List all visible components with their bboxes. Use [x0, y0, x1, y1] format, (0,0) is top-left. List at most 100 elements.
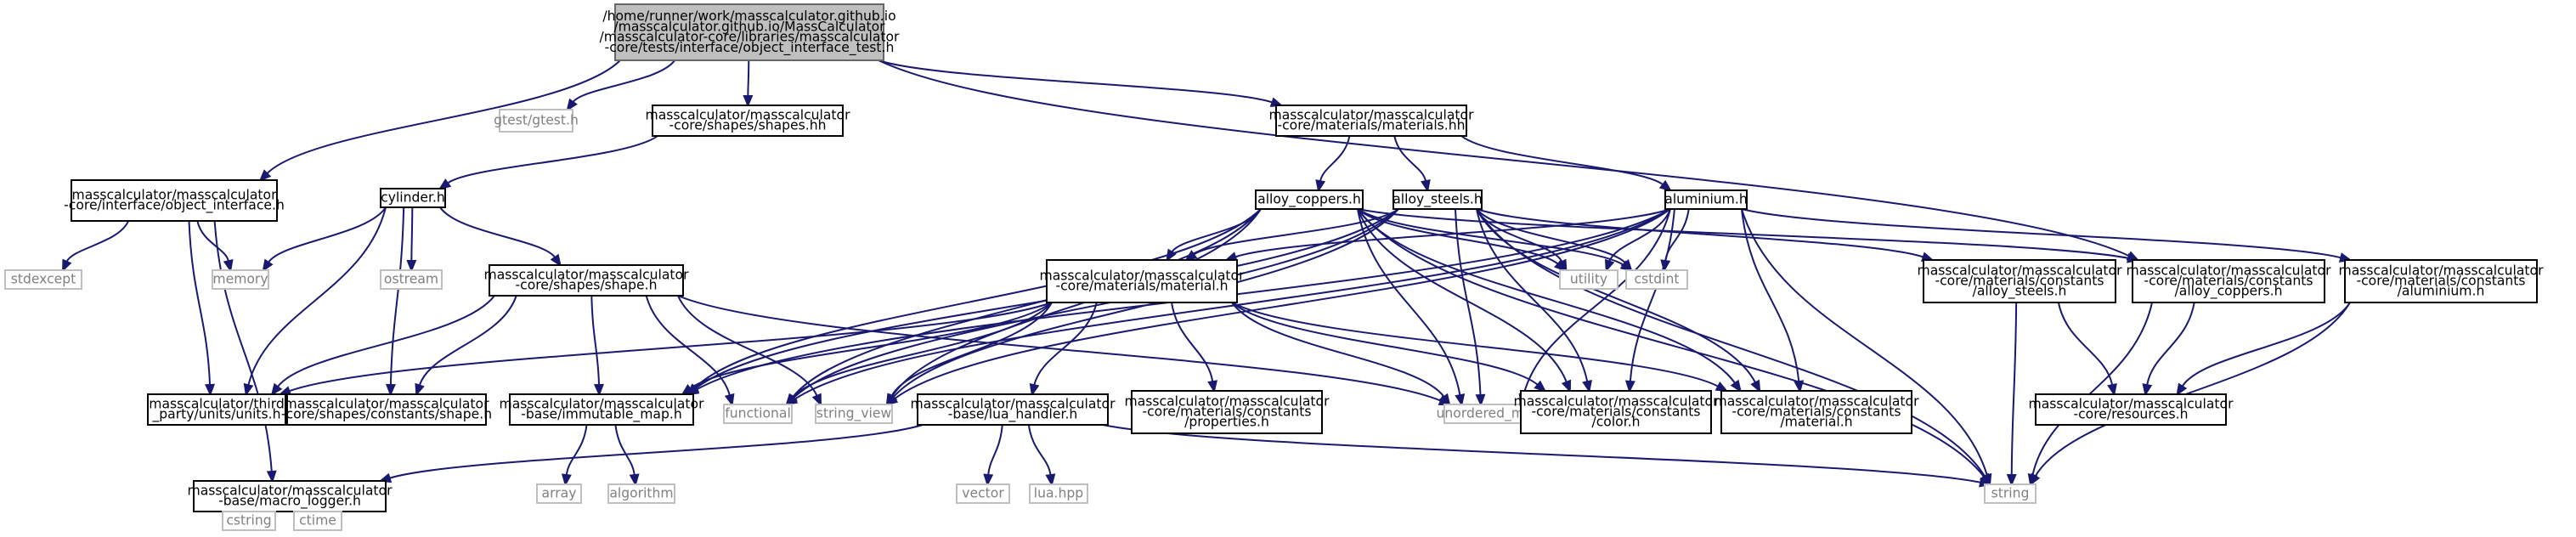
arrowhead: [62, 258, 72, 273]
node-label-line: -core/materials/constants: [2144, 274, 2313, 289]
node-lua_handler[interactable]: masscalculator/masscalculator-base/lua_h…: [911, 393, 1116, 426]
node-object_interface[interactable]: masscalculator/masscalculator-core/inter…: [64, 179, 285, 222]
node-label-line: -core/materials/constants: [1935, 274, 2104, 289]
node-box: [1984, 483, 2037, 504]
arrowhead: [724, 393, 735, 407]
node-c_alloy_coppers[interactable]: masscalculator/masscalculator-core/mater…: [2127, 259, 2332, 303]
node-box: [956, 483, 1010, 504]
edge-aluminium-to-utility: [1608, 208, 1671, 263]
node-box: [489, 264, 684, 297]
node-label-line: /properties.h: [1184, 415, 1269, 430]
edge-shape_h-to-c_shape: [418, 295, 517, 386]
node-label-line: masscalculator/masscalculator: [72, 187, 278, 202]
node-materials_hh[interactable]: masscalculator/masscalculator-core/mater…: [1269, 105, 1475, 137]
node-lua_hpp: lua.hpp: [1029, 483, 1088, 504]
node-label-line: memory: [212, 272, 268, 287]
edge-aluminium-to-c_color: [1629, 208, 1675, 382]
node-shapes_hh[interactable]: masscalculator/masscalculator-core/shape…: [646, 105, 851, 137]
node-label-line: -core/tests/interface/object_interface_t…: [605, 40, 895, 56]
node-vector: vector: [956, 483, 1010, 504]
edge-material_h-to-units: [289, 302, 1053, 393]
node-root[interactable]: /home/runner/work/masscalculator.github.…: [600, 3, 900, 61]
edge-material_h-to-immutable_map: [689, 302, 1053, 390]
edge-material_h-to-unordered_map: [1231, 302, 1445, 398]
node-shape_h[interactable]: masscalculator/masscalculator-core/shape…: [484, 264, 690, 297]
edge-alloy_coppers-to-cstdint: [1357, 208, 1624, 266]
edge-aluminium-to-material_h: [1234, 208, 1671, 258]
edge-materials_hh-to-aluminium: [1460, 135, 1664, 186]
arrowhead: [2107, 383, 2117, 397]
arrowhead: [561, 473, 572, 487]
arrowhead: [1582, 380, 1592, 393]
node-label-line: stdexcept: [11, 272, 76, 287]
edge-c_aluminium-to-resources: [2181, 302, 2351, 387]
node-material_h[interactable]: masscalculator/masscalculator-core/mater…: [1040, 259, 1246, 303]
arrowhead: [2176, 382, 2188, 397]
edge-material_h-to-string_view: [890, 302, 1053, 397]
edge-alloy_steels-to-c_alloy_steels: [1476, 208, 1924, 258]
edge-cylinder-to-memory: [268, 206, 387, 263]
arrowhead: [885, 393, 896, 407]
node-box: [380, 188, 446, 208]
arrowhead: [1794, 380, 1805, 393]
node-c_shape[interactable]: masscalculator/masscalculator-core/shape…: [281, 393, 492, 426]
node-memory: memory: [212, 269, 269, 290]
node-immutable_map[interactable]: masscalculator/masscalculator-base/immut…: [500, 393, 705, 426]
node-alloy_steels[interactable]: alloy_steels.h: [1393, 189, 1483, 210]
arrowhead: [1534, 380, 1547, 393]
edge-alloy_steels-to-string: [1476, 208, 1986, 478]
edge-cylinder-to-shape_h: [439, 206, 556, 258]
edge-aluminium-to-c_material: [1741, 208, 1800, 382]
node-label-line: array: [542, 486, 577, 501]
node-c_aluminium[interactable]: masscalculator/masscalculator-core/mater…: [2339, 259, 2545, 303]
node-box: [1923, 259, 2116, 303]
node-box: [607, 483, 675, 504]
edge-lua_handler-to-vector: [987, 424, 1003, 476]
node-label-line: algorithm: [609, 486, 673, 501]
node-macro_logger[interactable]: masscalculator/masscalculator-base/macro…: [188, 480, 393, 512]
edge-aluminium-to-unordered_map: [1522, 208, 1671, 396]
node-box: [380, 269, 443, 290]
arrowhead: [243, 382, 254, 397]
edge-aluminium-to-string_view: [894, 208, 1671, 400]
node-box: [1046, 259, 1238, 303]
node-box: [1131, 390, 1323, 434]
node-c_properties[interactable]: masscalculator/masscalculator-core/mater…: [1125, 390, 1330, 434]
edge-alloy_steels-to-unordered_map: [1455, 208, 1482, 396]
node-aluminium[interactable]: aluminium.h: [1664, 189, 1748, 210]
edge-alloy_steels-to-cstdint: [1476, 208, 1626, 264]
node-label-line: /alloy_steels.h: [1973, 284, 2067, 300]
edge-alloy_coppers-to-c_material: [1357, 208, 1736, 384]
edge-aluminium-to-functional: [794, 208, 1671, 400]
node-cylinder[interactable]: cylinder.h: [380, 188, 446, 208]
node-c_material[interactable]: masscalculator/masscalculator-core/mater…: [1715, 390, 1920, 434]
node-label-line: masscalculator/masscalculator: [2029, 396, 2234, 411]
node-box: [1520, 390, 1712, 434]
node-label-line: /masscalculator.github.io/MassCalculator: [613, 19, 885, 34]
node-label-line: cylinder.h: [381, 190, 445, 206]
node-ctime: ctime: [293, 511, 342, 531]
node-resources[interactable]: masscalculator/masscalculator-core/resou…: [2029, 393, 2234, 426]
node-array: array: [536, 483, 582, 504]
edge-shape_h-to-units: [277, 295, 495, 387]
node-box: [1255, 189, 1364, 210]
node-box: [509, 393, 694, 426]
node-box: [2344, 259, 2538, 303]
edge-materials_hh-to-alloy_coppers: [1319, 135, 1351, 182]
arrowhead: [266, 470, 277, 483]
arrowhead: [983, 473, 994, 487]
node-label-line: /alloy_coppers.h: [2175, 284, 2283, 300]
edge-root-to-materials_hh: [878, 59, 1273, 104]
node-c_alloy_steels[interactable]: masscalculator/masscalculator-core/mater…: [1918, 259, 2123, 303]
node-label-line: -core/materials/constants: [1142, 404, 1311, 420]
arrowhead: [1620, 258, 1633, 273]
arrowhead: [2029, 472, 2041, 487]
node-c_color[interactable]: masscalculator/masscalculator-core/mater…: [1514, 390, 1720, 434]
edge-c_alloy_coppers-to-resources: [2146, 302, 2195, 386]
node-units[interactable]: masscalculator/third_party/units/units.h: [147, 393, 286, 426]
node-label-line: alloy_coppers.h: [1257, 192, 1361, 208]
node-label-line: -core/shapes/shape.h: [516, 278, 658, 293]
arrowhead: [785, 393, 798, 406]
node-alloy_coppers[interactable]: alloy_coppers.h: [1255, 189, 1364, 210]
node-label-line: utility: [1570, 272, 1607, 287]
